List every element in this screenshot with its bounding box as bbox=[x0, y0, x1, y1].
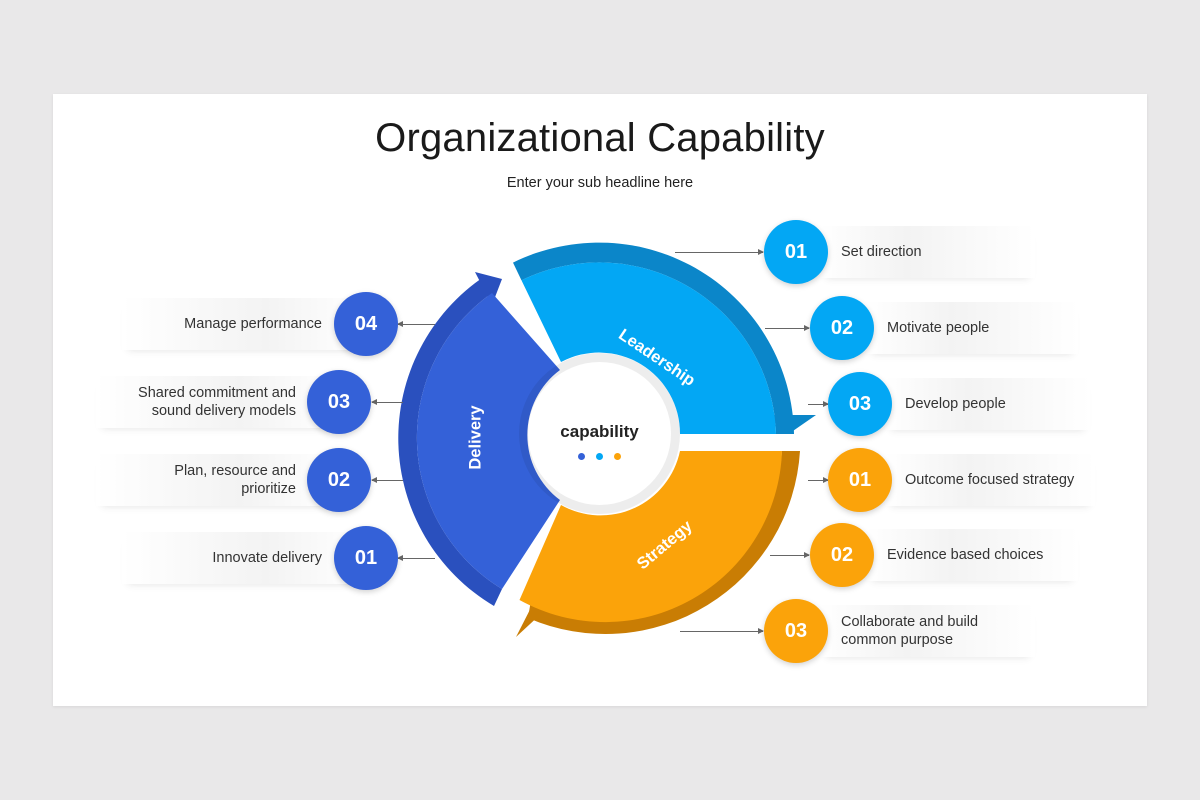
dot-blue bbox=[578, 453, 585, 460]
strategy-outer-arc bbox=[528, 451, 800, 635]
connector bbox=[371, 399, 403, 405]
strategy-segment bbox=[519, 451, 782, 623]
leadership-item-1: Set direction bbox=[820, 226, 1035, 278]
number-badge: 04 bbox=[334, 292, 398, 356]
delivery-segment bbox=[416, 293, 560, 589]
connector bbox=[808, 401, 829, 407]
item-text: Manage performance bbox=[184, 316, 322, 332]
number-badge: 02 bbox=[810, 296, 874, 360]
leadership-item-3: Develop people bbox=[885, 378, 1090, 430]
number-badge: 02 bbox=[810, 523, 874, 587]
page-title: Organizational Capability bbox=[375, 116, 825, 160]
connector bbox=[765, 325, 810, 331]
leadership-segment bbox=[521, 262, 776, 434]
page-subtitle: Enter your sub headline here bbox=[506, 175, 694, 191]
number-badge: 02 bbox=[307, 448, 371, 512]
item-text: Evidence based choices bbox=[887, 547, 1044, 563]
delivery-item-2: Shared commitment and sound delivery mod… bbox=[96, 376, 336, 428]
item-text: Collaborate and build common purpose bbox=[841, 614, 979, 648]
number-badge: 01 bbox=[334, 526, 398, 590]
number-badge: 03 bbox=[307, 370, 371, 434]
delivery-item-4: Innovate delivery bbox=[122, 532, 362, 584]
strategy-item-2: Evidence based choices bbox=[866, 529, 1078, 581]
leadership-arrowhead bbox=[762, 415, 816, 433]
item-text: Set direction bbox=[841, 244, 922, 260]
center-circle bbox=[528, 362, 671, 505]
number-badge: 03 bbox=[764, 599, 828, 663]
connector bbox=[371, 477, 403, 483]
strategy-item-3: Collaborate and build common purpose bbox=[820, 605, 1035, 657]
connector bbox=[397, 321, 435, 327]
leadership-item-2: Motivate people bbox=[866, 302, 1078, 354]
connector bbox=[770, 552, 810, 558]
number-badge: 03 bbox=[828, 372, 892, 436]
connector bbox=[680, 628, 764, 634]
delivery-outer-arc bbox=[398, 276, 502, 606]
connector bbox=[808, 477, 829, 483]
item-text: Plan, resource and prioritize bbox=[174, 463, 296, 497]
leadership-outer-arc bbox=[513, 242, 794, 434]
delivery-label: Delivery bbox=[466, 405, 485, 470]
item-text: Innovate delivery bbox=[212, 550, 322, 566]
number-badge: 01 bbox=[764, 220, 828, 284]
dot-lightblue bbox=[596, 453, 603, 460]
item-text: Motivate people bbox=[887, 320, 990, 336]
number-badge: 01 bbox=[828, 448, 892, 512]
delivery-arrowhead bbox=[475, 272, 502, 305]
delivery-item-3: Plan, resource and prioritize bbox=[96, 454, 336, 506]
connector bbox=[397, 555, 435, 561]
item-text: Develop people bbox=[905, 396, 1006, 412]
dot-orange bbox=[614, 453, 621, 460]
connector bbox=[675, 249, 764, 255]
strategy-item-1: Outcome focused strategy bbox=[885, 454, 1095, 506]
center-label: capability bbox=[560, 422, 639, 441]
item-text: Shared commitment and sound delivery mod… bbox=[138, 385, 296, 419]
item-text: Outcome focused strategy bbox=[905, 472, 1075, 488]
delivery-item-1: Manage performance bbox=[122, 298, 362, 350]
